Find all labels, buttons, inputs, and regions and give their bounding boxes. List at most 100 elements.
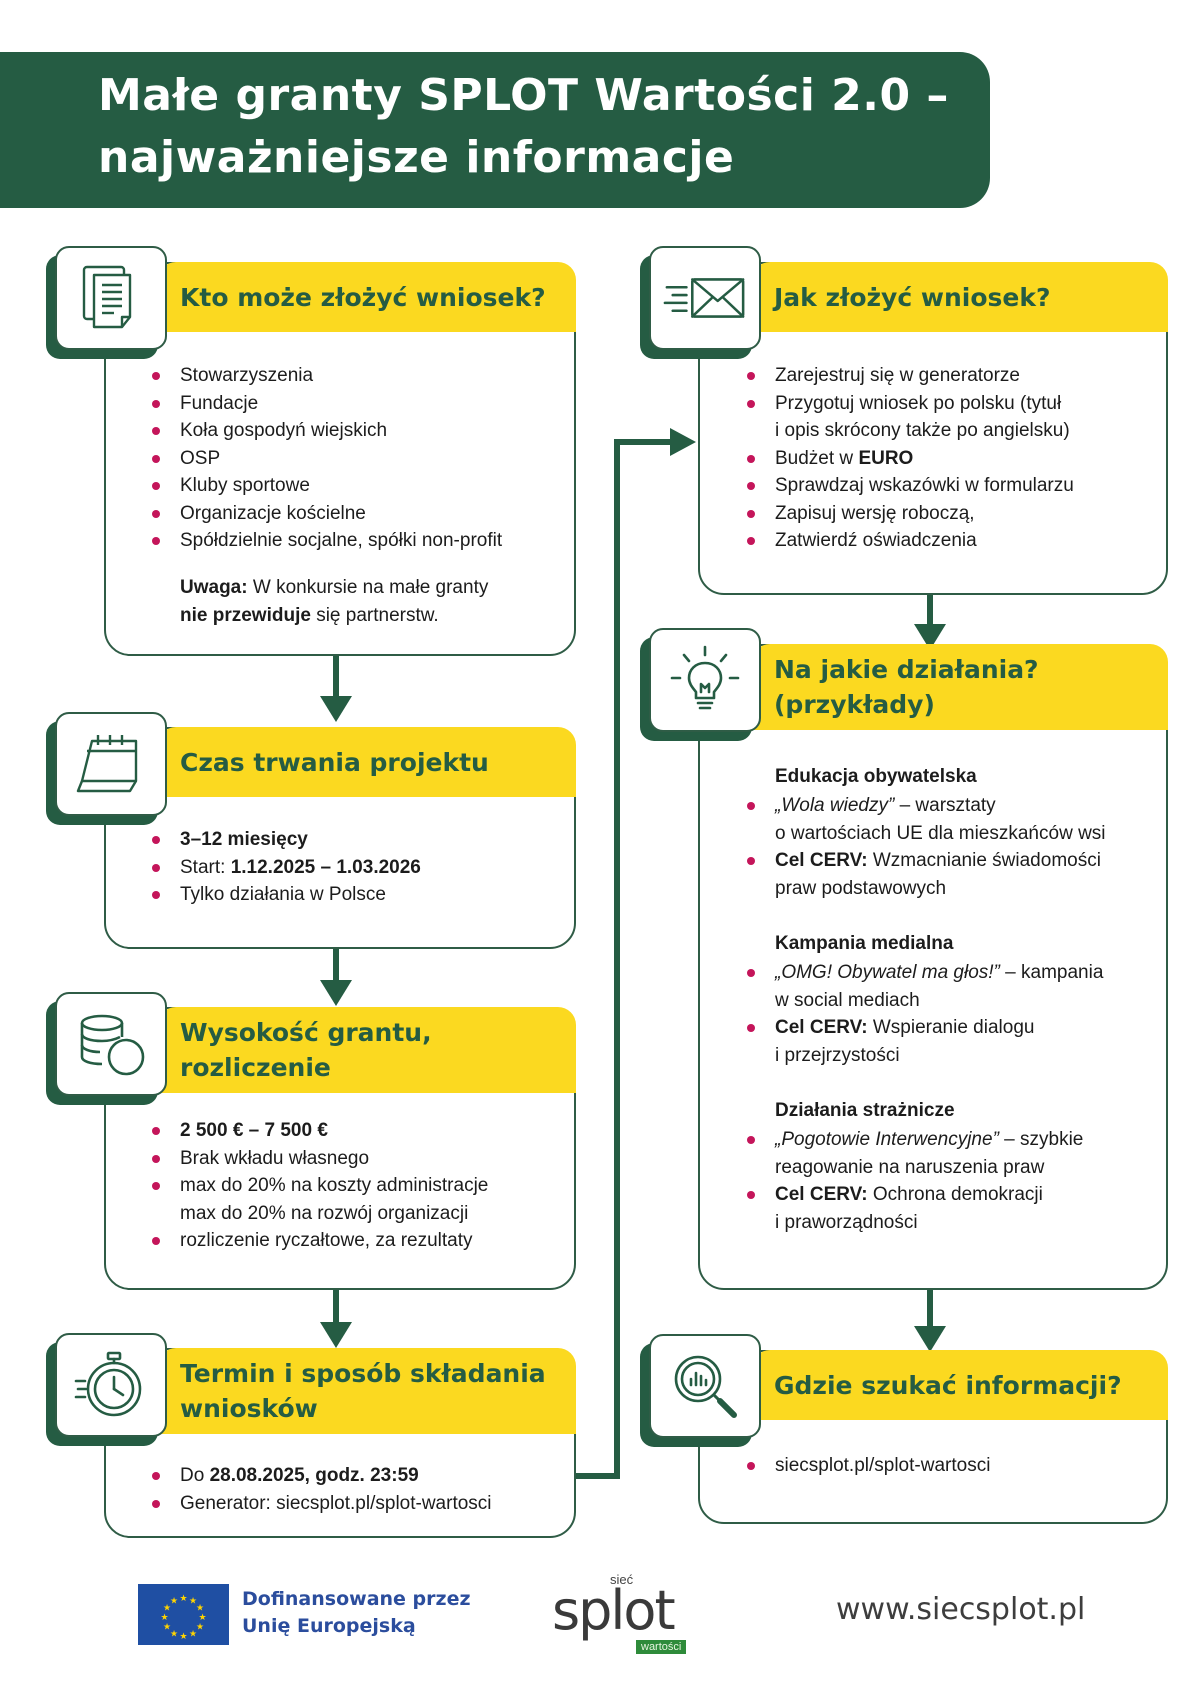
card-kto-header: Kto może złożyć wniosek? [158,262,576,332]
list-item: Cel CERV: Wzmacnianie świadomości praw po… [745,847,1106,902]
eu-flag: ★★★ ★★★ ★★★ ★★★ [138,1584,229,1645]
svg-text:★: ★ [196,1623,204,1633]
lightbulb-icon [670,645,740,710]
card-jak-heading: Jak złożyć wniosek? [774,282,1051,312]
heading-line: wniosków [180,1394,318,1423]
deadline-value: 28.08.2025, godz. 23:59 [209,1465,419,1486]
list-item: 2 500 € – 7 500 € [150,1117,488,1145]
card-kto-iconbox [55,246,167,350]
list-line: Wspieranie dialogu [867,1017,1035,1038]
svg-text:★: ★ [179,1632,187,1642]
list-item: „OMG! Obywatel ma głos!” – kampania w soc… [745,959,1103,1014]
card-kto-note: Uwaga: W konkursie na małe granty nie pr… [180,574,488,629]
duration-value: 3–12 miesięcy [180,829,308,850]
magnifier-chart-icon [674,1355,737,1418]
example-group-list: „OMG! Obywatel ma głos!” – kampania w soc… [745,959,1103,1069]
eu-line: Dofinansowane przez [242,1588,471,1610]
svg-text:★: ★ [163,1604,171,1614]
card-jak-header: Jak złożyć wniosek? [752,262,1168,332]
list-line: – warsztaty [894,795,996,816]
card-wysokosc-iconbox [55,992,167,1096]
heading-line: Na jakie działania? [774,655,1039,684]
title-banner: Małe granty SPLOT Wartości 2.0 – najważn… [0,52,990,208]
card-czas-list: 3–12 miesięcy Start: 1.12.2025 – 1.03.20… [150,826,421,909]
budget-label: Budżet w [775,447,859,469]
list-item: „Pogotowie Interwencyjne” – szybkie reago… [745,1126,1083,1181]
card-gdzie-list: siecsplot.pl/splot-wartosci [745,1452,990,1480]
list-item: Stowarzyszenia [150,362,502,390]
list-item: OSP [150,445,502,473]
card-dzialania [698,644,1168,1290]
list-item: Zapisuj wersję roboczą, [745,500,1074,528]
list-line: praw podstawowych [775,877,947,899]
list-item: max do 20% na koszty administracje max do… [150,1172,488,1227]
card-jak-iconbox [649,246,761,350]
deadline-label: Do [180,1465,210,1486]
envelope-icon [663,278,745,318]
list-item: Do 28.08.2025, godz. 23:59 [150,1462,492,1490]
svg-text:★: ★ [170,1597,178,1607]
splot-logo: sieć splot wartości [552,1572,702,1662]
page-title-line2: najważniejsze informacje [98,132,735,183]
list-item: Kluby sportowe [150,472,502,500]
calendar-icon [76,735,138,793]
page-title-line1: Małe granty SPLOT Wartości 2.0 – [98,70,949,121]
list-line: reagowanie na naruszenia praw [775,1156,1045,1178]
list-line: Wzmacnianie świadomości [867,850,1101,871]
card-dzialania-iconbox [649,628,761,732]
list-item: Start: 1.12.2025 – 1.03.2026 [150,854,421,882]
eu-line: Unię Europejską [242,1615,416,1637]
grant-range: 2 500 € – 7 500 € [180,1120,328,1141]
svg-text:★: ★ [179,1594,187,1604]
list-item[interactable]: siecsplot.pl/splot-wartosci [745,1452,990,1480]
card-czas-header: Czas trwania projektu [158,727,576,797]
list-line: o wartościach UE dla mieszkańców wsi [775,822,1106,844]
card-gdzie-header: Gdzie szukać informacji? [752,1350,1168,1420]
list-line: Ochrona demokracji [867,1184,1043,1205]
heading-line: rozliczenie [180,1053,331,1082]
card-czas-heading: Czas trwania projektu [180,747,489,777]
start-value: 1.12.2025 – 1.03.2026 [230,856,421,878]
logo-small-text: sieć [610,1572,634,1587]
goal-label: Cel CERV: [775,1184,868,1205]
card-termin-iconbox [55,1333,167,1437]
example-name: „OMG! Obywatel ma głos!” [775,962,1000,983]
footer-website[interactable]: www.siecsplot.pl [836,1592,1086,1627]
logo-main-text: splot [552,1579,676,1642]
document-icon [82,265,132,329]
list-line: i opis skrócony także po angielsku) [775,420,1070,441]
svg-text:★: ★ [189,1597,197,1607]
heading-line: (przykłady) [774,690,935,719]
note-emphasis: nie przewiduje [180,604,311,626]
example-name: „Pogotowie Interwencyjne” [775,1129,999,1150]
list-item: Fundacje [150,390,502,418]
card-czas-iconbox [55,712,167,816]
list-line: i przejrzystości [775,1044,900,1066]
note-text: W konkursie na małe granty [247,577,489,598]
card-termin-list: Do 28.08.2025, godz. 23:59 Generator: si… [150,1462,492,1517]
card-jak-list: Zarejestruj się w generatorze Przygotuj … [745,362,1074,555]
eu-stars-icon: ★★★ ★★★ ★★★ ★★★ [160,1594,206,1642]
svg-text:★: ★ [170,1630,178,1640]
list-line: max do 20% na koszty administracje [180,1175,489,1196]
list-line: max do 20% na rozwój organizacji [180,1202,469,1224]
list-line: – szybkie [998,1129,1084,1150]
example-group-title: Kampania medialna [775,933,954,954]
card-gdzie-heading: Gdzie szukać informacji? [774,1370,1122,1400]
list-line: w social mediach [775,989,920,1011]
svg-text:★: ★ [198,1613,206,1623]
budget-currency: EURO [858,447,914,469]
list-line: – kampania [999,962,1104,983]
svg-text:★: ★ [196,1604,204,1614]
goal-label: Cel CERV: [775,850,868,871]
example-group-title: Edukacja obywatelska [775,766,977,787]
note-label: Uwaga: [180,577,248,598]
svg-text:★: ★ [189,1630,197,1640]
